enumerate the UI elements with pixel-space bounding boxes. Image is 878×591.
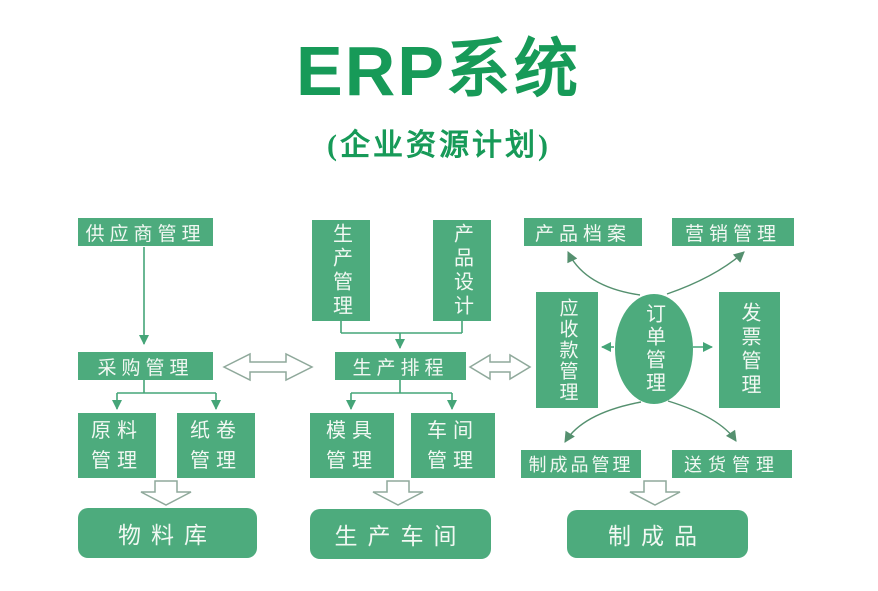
node-production-management: 生产管理 — [312, 220, 370, 321]
title-system: 系统 — [445, 34, 582, 105]
page-subtitle: (企业资源计划) — [327, 129, 551, 162]
node-receivables-management: 应收款管理 — [536, 292, 598, 408]
node-purchasing-management: 采购管理 — [78, 352, 213, 380]
arrow-order-to-delivery — [667, 400, 737, 442]
node-delivery-management: 送货管理 — [672, 450, 792, 478]
arrow-order-to-marketing — [666, 251, 745, 295]
node-production-scheduling: 生产排程 — [335, 352, 466, 380]
block-arrow-to-material-warehouse — [140, 480, 192, 506]
double-arrow-purchasing-scheduling — [222, 352, 314, 382]
block-arrow-to-finished-product — [629, 480, 681, 506]
node-paper-roll-management: 纸卷管理 — [177, 413, 255, 478]
node-order-management: 订单管理 — [615, 294, 693, 404]
title-erp: ERP — [296, 32, 446, 110]
block-arrow-to-production-workshop — [372, 480, 424, 506]
node-supplier-management: 供应商管理 — [78, 218, 213, 246]
connector-production-merge — [340, 321, 463, 334]
connector-scheduling-split — [351, 380, 452, 394]
node-marketing-management: 营销管理 — [672, 218, 794, 246]
arrow-order-to-archive — [567, 251, 641, 296]
connector-purchasing-split — [117, 380, 216, 394]
node-mold-management: 模具管理 — [310, 413, 394, 478]
node-finished-product: 制成品 — [567, 510, 748, 558]
double-arrow-scheduling-receivables — [468, 353, 532, 381]
node-invoice-management: 发票管理 — [719, 292, 780, 408]
node-production-workshop: 生产车间 — [310, 509, 491, 559]
node-finished-product-management: 制成品管理 — [521, 450, 641, 478]
node-raw-material-management: 原料管理 — [78, 413, 156, 478]
page-title: ERP系统 — [0, 36, 878, 106]
node-product-archive: 产品档案 — [524, 218, 642, 246]
node-material-warehouse: 物料库 — [78, 508, 257, 558]
node-workshop-management: 车间管理 — [411, 413, 495, 478]
node-product-design: 产品设计 — [433, 220, 491, 321]
arrow-order-to-finished-mgmt — [564, 401, 642, 443]
